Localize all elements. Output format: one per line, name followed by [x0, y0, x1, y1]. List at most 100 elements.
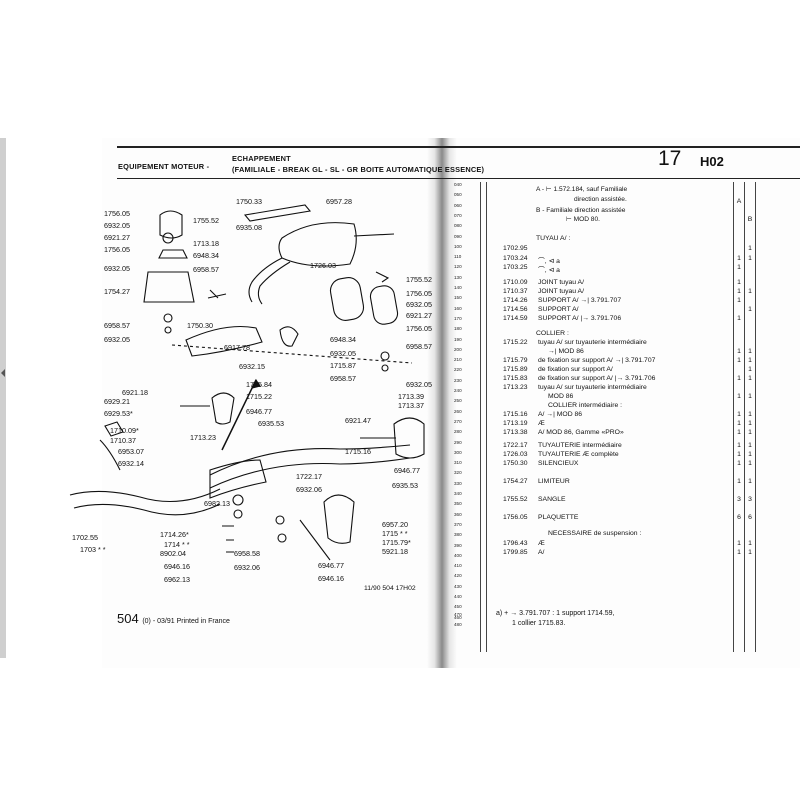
callout-1722-17: 1722.17: [296, 472, 322, 481]
part-description: Æ: [538, 420, 545, 427]
limiter-shape: [143, 271, 195, 303]
footnote-line1: a) + → 3.791.707 : 1 support 1714.59,: [496, 610, 615, 617]
reference-number: 050: [454, 192, 462, 198]
column-divider: [480, 182, 481, 652]
callout-6946-16b: 6946.16: [318, 574, 344, 583]
callout-6932-05d: 6932.05: [406, 300, 432, 309]
callout-6921-18: 6921.18: [122, 388, 148, 397]
callout-6958-57d: 6958.57: [330, 374, 356, 383]
callout-1755-52b: 1755.52: [406, 275, 432, 284]
part-description: →| MOD 86: [548, 348, 584, 355]
bracket-shape: [159, 210, 183, 239]
reference-number: 330: [454, 480, 462, 486]
callout-1715-16: 1715.16: [345, 447, 371, 456]
quantity-a: 1: [737, 540, 741, 547]
part-description: ⌒, ⊲ a: [538, 258, 560, 265]
callout-6932-05f: 6932.05: [406, 380, 432, 389]
callout-1715-22: 1715.22: [246, 392, 272, 401]
part-description: LIMITEUR: [538, 478, 570, 485]
quantity-b: 1: [748, 348, 752, 355]
front-pipe-shape: [69, 488, 221, 503]
reference-number: 180: [454, 326, 462, 332]
reference-number: 460: [454, 614, 462, 620]
reference-number: 200: [454, 346, 462, 352]
quantity-b: 1: [748, 306, 752, 313]
reference-number: 170: [454, 315, 462, 321]
callout-1756-05b: 1756.05: [104, 245, 130, 254]
part-number: 1715.83: [503, 375, 528, 382]
callout-1713-18: 1713.18: [193, 239, 219, 248]
callout-6957-28: 6957.28: [326, 197, 352, 206]
quantity-a: 1: [737, 442, 741, 449]
part-number: 1755.52: [503, 496, 528, 503]
reference-number: 290: [454, 439, 462, 445]
column-divider: [744, 182, 745, 652]
callout-6958-57: 6958.57: [104, 321, 130, 330]
callout-6929-53: 6929.53*: [104, 409, 133, 418]
callout-6932-06: 6932.06: [296, 485, 322, 494]
reference-number: 430: [454, 583, 462, 589]
part-description: tuyau A/ sur tuyauterie intermédiaire: [538, 384, 647, 391]
quantity-a: 1: [737, 411, 741, 418]
part-number: 1750.30: [503, 460, 528, 467]
quantity-a: 3: [737, 496, 741, 503]
callout-6932-06b: 6932.06: [234, 563, 260, 572]
book-spine: [427, 138, 457, 668]
clamp-shape: [211, 392, 235, 425]
callout-6935-08: 6935.08: [236, 223, 262, 232]
part-number: 1713.23: [503, 384, 528, 391]
reference-number: 250: [454, 398, 462, 404]
part-description: ⌒, ⊲ a: [538, 267, 560, 274]
callout-6962-13: 6962.13: [164, 575, 190, 584]
reference-number: 420: [454, 573, 462, 579]
subsection-title: ECHAPPEMENT: [232, 154, 291, 163]
part-number: 1715.79: [503, 357, 528, 364]
quantity-a: 1: [737, 297, 741, 304]
quantity-a: 1: [737, 478, 741, 485]
part-description: SUPPORT A/ →| 3.791.707: [538, 297, 622, 304]
part-number: 1703.24: [503, 255, 528, 262]
note-b-line2: ⊢ MOD 80.: [566, 216, 600, 223]
reference-number: 280: [454, 429, 462, 435]
callout-1726-03: 1726.03: [310, 261, 336, 270]
reference-number: 350: [454, 501, 462, 507]
part-number: 1710.37: [503, 288, 528, 295]
reference-number: 140: [454, 285, 462, 290]
quantity-b: 1: [748, 420, 752, 427]
part-number: 1714.56: [503, 306, 528, 313]
footer-model: 504 (0) - 03/91 Printed in France: [117, 611, 230, 626]
column-divider: [486, 182, 487, 652]
part-number: 1713.19: [503, 420, 528, 427]
callout-6946-77: 6946.77: [246, 407, 272, 416]
callout-1713-39: 1713.39: [398, 392, 424, 401]
callout-6935-53: 6935.53: [258, 419, 284, 428]
variant-line: (FAMILIALE - BREAK GL - SL - GR BOITE AU…: [232, 165, 485, 174]
reference-number: 480: [454, 622, 462, 627]
part-description: de fixation sur support A/ |→ 3.791.706: [538, 375, 656, 382]
callout-1715-87: 1715.87: [330, 361, 356, 370]
reference-number: 220: [454, 367, 462, 373]
part-number: 1799.85: [503, 549, 528, 556]
callout-6932-05e: 6932.05: [330, 349, 356, 358]
part-description: JOINT tuyau A/: [538, 279, 584, 286]
top-rule: [117, 146, 800, 148]
part-description: A/: [538, 549, 545, 556]
callout-6932-05b: 6932.05: [104, 264, 130, 273]
part-description: NECESSAIRE de suspension :: [548, 530, 642, 537]
note-a-line2: direction assistée.: [574, 196, 627, 203]
quantity-b: 1: [748, 442, 752, 449]
reference-number: 450: [454, 604, 462, 610]
reference-number: 240: [454, 388, 462, 393]
callout-8902-04: 8902.04: [160, 549, 186, 558]
callout-6946-77b: 6946.77: [394, 466, 420, 475]
reference-number: 380: [454, 532, 462, 538]
part-number: 1702.95: [503, 245, 528, 252]
quantity-a: 1: [737, 288, 741, 295]
quantity-a: 1: [737, 429, 741, 436]
callout-6929-21: 6929.21: [104, 397, 130, 406]
quantity-a: 1: [737, 279, 741, 286]
part-number: 1715.22: [503, 339, 528, 346]
callout-1713-23: 1713.23: [190, 433, 216, 442]
quantity-a: 1: [737, 357, 741, 364]
column-divider: [755, 182, 756, 652]
